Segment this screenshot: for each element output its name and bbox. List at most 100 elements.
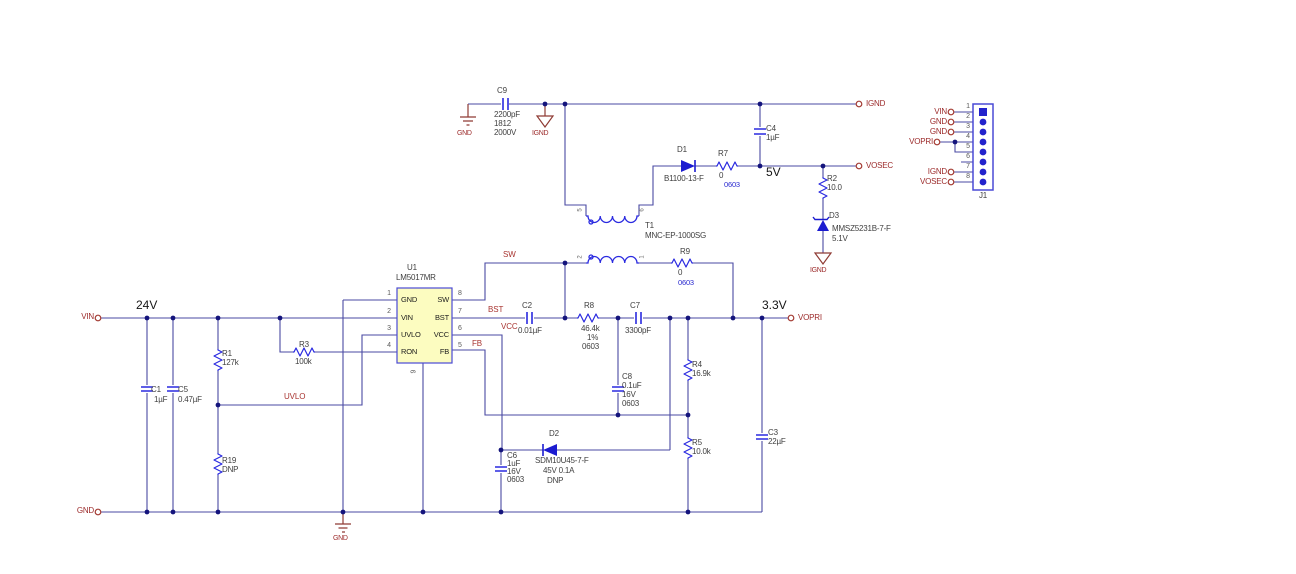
val-C1: 1µF <box>154 395 168 404</box>
resistor-R9-symbol[interactable] <box>671 258 693 268</box>
capacitor-C3-symbol[interactable] <box>756 434 768 440</box>
pkg-C6: 0603 <box>507 475 524 484</box>
val-C5: 0.47µF <box>178 395 202 404</box>
u1-pin-num-3: 3 <box>387 325 391 332</box>
net-label-fb: FB <box>472 339 483 348</box>
val-D1: B1100-13-F <box>664 174 704 183</box>
capacitor-C1-symbol[interactable] <box>141 386 153 392</box>
j1-label-ignd: IGND <box>927 167 947 176</box>
ref-C1: C1 <box>151 385 161 394</box>
power-label-24v: 24V <box>136 298 158 312</box>
u1-pin-name-uvlo: UVLO <box>401 330 421 339</box>
u1-pin-name-fb: FB <box>439 347 449 356</box>
j1-label-vosec: VOSEC <box>919 177 947 186</box>
j1-label-vopri: VOPRI <box>909 137 933 146</box>
j1-pin-num-7: 7 <box>966 163 970 170</box>
val-R7: 0 <box>719 171 724 180</box>
j1-label-gnd2: GND <box>929 117 947 126</box>
val-T1: MNC-EP-1000SG <box>645 231 706 240</box>
val-R2: 10.0 <box>827 183 842 192</box>
u1-pin-num-5: 5 <box>458 342 462 349</box>
val-C9-3: 2000V <box>494 128 517 137</box>
val-C9-2: 1812 <box>494 119 511 128</box>
resistor-R19-symbol[interactable] <box>213 453 223 475</box>
terminal-label-vosec: VOSEC <box>866 161 894 170</box>
zener-D3-symbol[interactable] <box>812 216 830 231</box>
diode-D2-symbol[interactable] <box>542 444 557 456</box>
resistor-R1-symbol[interactable] <box>213 349 223 371</box>
ref-R7: R7 <box>718 149 728 158</box>
ref-R9: R9 <box>680 247 690 256</box>
u1-pin-num-9: 9 <box>410 369 418 374</box>
pkg-C8: 0603 <box>622 399 639 408</box>
resistor-R3-symbol[interactable] <box>293 347 315 357</box>
u1-pin-num-7: 7 <box>458 308 462 315</box>
j1-label-gnd3: GND <box>929 127 947 136</box>
u1-pin-num-8: 8 <box>458 290 462 297</box>
capacitor-C7-symbol[interactable] <box>635 312 642 324</box>
u1-pin-name-gnd: GND <box>401 295 418 304</box>
ic-U1-body[interactable] <box>396 287 453 364</box>
ignd-symbol-label-top: IGND <box>532 130 549 137</box>
net-label-sw: SW <box>503 250 516 259</box>
diode-D1-symbol[interactable] <box>681 160 696 172</box>
phase-dot-primary <box>588 219 594 225</box>
val-D2-3: DNP <box>547 476 564 485</box>
resistor-R5-symbol[interactable] <box>683 437 693 459</box>
ref-U1: U1 <box>407 263 417 272</box>
resistor-R2-symbol[interactable] <box>818 177 828 199</box>
val-R8-1: 46.4k <box>581 324 600 333</box>
ref-R8: R8 <box>584 301 594 310</box>
ref-R2: R2 <box>827 174 837 183</box>
capacitor-C6-symbol[interactable] <box>495 466 507 472</box>
ref-C7: C7 <box>630 301 640 310</box>
ignd-triangle-top-icon <box>535 115 555 129</box>
terminal-ignd <box>855 100 863 108</box>
pkg-R8: 0603 <box>582 342 599 351</box>
terminal-j1-vopri <box>933 138 941 146</box>
connector-J1-body[interactable] <box>972 103 994 191</box>
j1-pin-num-2: 2 <box>966 113 970 120</box>
resistor-R4-symbol[interactable] <box>683 359 693 381</box>
u1-pin-num-2: 2 <box>387 308 391 315</box>
capacitor-C4-symbol[interactable] <box>754 128 766 135</box>
ref-R3: R3 <box>299 340 309 349</box>
u1-pin-name-vin: VIN <box>401 313 413 322</box>
ref-C9: C9 <box>497 86 507 95</box>
j1-pad-2 <box>979 118 987 126</box>
ref-R4: R4 <box>692 360 702 369</box>
capacitor-C2-symbol[interactable] <box>526 312 533 324</box>
gnd-earth-bottom-icon <box>335 512 351 533</box>
ref-C5: C5 <box>178 385 188 394</box>
j1-pad-3 <box>979 128 987 136</box>
pkg-R9: 0603 <box>678 278 694 287</box>
val-R8-2: 1% <box>587 333 599 342</box>
capacitor-C5-symbol[interactable] <box>167 386 179 392</box>
val-D3-1: MMSZ5231B-7-F <box>832 224 891 233</box>
transformer-T1-symbol[interactable] <box>586 215 639 264</box>
j1-pin-num-3: 3 <box>966 123 970 130</box>
j1-label-vin: VIN <box>934 107 947 116</box>
ref-C8: C8 <box>622 372 632 381</box>
gnd-earth-icon <box>460 104 476 126</box>
junction-dots <box>144 101 958 515</box>
net-label-vcc: VCC <box>501 322 518 331</box>
net-label-bst: BST <box>488 305 504 314</box>
gnd-symbol-label-top: GND <box>457 130 472 137</box>
ref-D1: D1 <box>677 145 687 154</box>
resistor-R7-symbol[interactable] <box>716 161 738 171</box>
ref-T1: T1 <box>645 221 654 230</box>
capacitor-C9-symbol[interactable] <box>502 98 509 110</box>
capacitor-C8-symbol[interactable] <box>612 386 624 392</box>
ignd-symbol-label-right: IGND <box>810 267 827 274</box>
j1-pad-4 <box>979 138 987 146</box>
port-terminals[interactable] <box>94 100 955 516</box>
val-R9: 0 <box>678 268 683 277</box>
j1-pad-1 <box>979 108 987 116</box>
resistor-R8-symbol[interactable] <box>577 313 599 323</box>
terminal-j1-gnd3 <box>947 128 955 136</box>
terminal-vopri <box>787 314 795 322</box>
power-label-5v: 5V <box>766 165 781 179</box>
